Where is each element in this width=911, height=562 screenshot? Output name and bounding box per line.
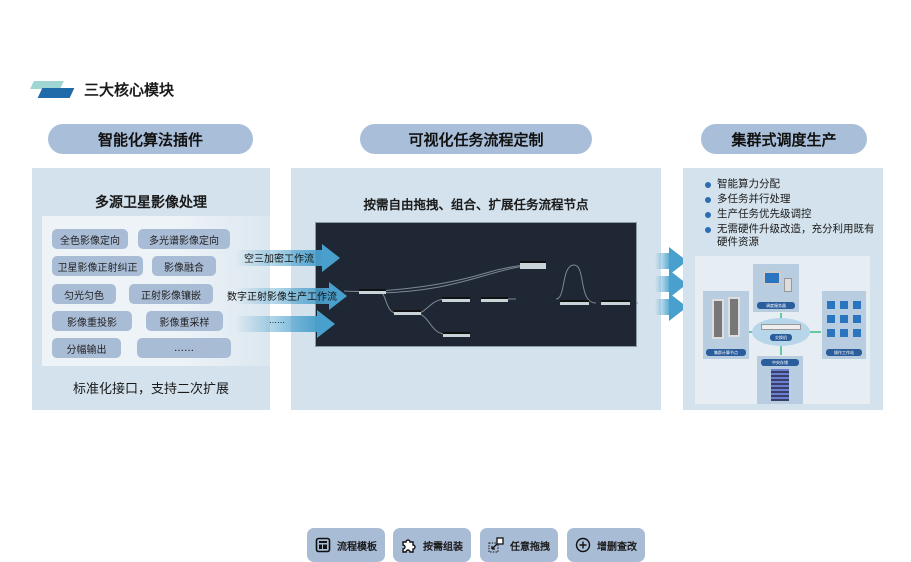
plugins-title: 多源卫星影像处理 — [95, 195, 207, 211]
tag-item: 匀光匀色 — [52, 284, 116, 304]
drag-icon — [488, 537, 504, 553]
workflow-node[interactable] — [481, 297, 508, 302]
tag-item: 多光谱影像定向 — [138, 229, 230, 249]
cluster-arrow — [655, 270, 687, 298]
cluster-nodes: 集群计算节点 — [703, 291, 749, 359]
tag-item: 分幅输出 — [52, 338, 121, 358]
module-pill-cluster: 集群式调度生产 — [701, 124, 867, 154]
workflow-node[interactable] — [601, 300, 630, 305]
assemble-label: 按需组装 — [423, 541, 463, 553]
workflow-arrow-aerotriangulation: 空三加密工作流 — [235, 244, 340, 272]
tag-item: …… — [137, 338, 231, 358]
template-button[interactable]: 流程模板 — [307, 528, 385, 562]
central-storage: 中央存储 — [757, 356, 803, 404]
tag-item: 影像融合 — [152, 256, 216, 276]
rack-icon — [712, 299, 724, 339]
bullet-item: 智能算力分配 — [705, 178, 875, 191]
tag-item: 影像重投影 — [52, 311, 132, 331]
tower-icon — [784, 278, 792, 292]
scheduler-server: 调度服务器 — [753, 264, 799, 312]
tag-item: 正射影像镶嵌 — [129, 284, 213, 304]
crud-label: 增删查改 — [597, 541, 637, 553]
cluster-panel: 智能算力分配 多任务并行处理 生产任务优先级调控 无需硬件升级改造，充分利用既有… — [683, 168, 883, 410]
bullet-item: 无需硬件升级改造，充分利用既有硬件资源 — [705, 223, 875, 249]
assemble-button[interactable]: 按需组装 — [393, 528, 471, 562]
puzzle-icon — [402, 539, 416, 553]
workflow-edges — [343, 262, 638, 335]
workflow-node[interactable] — [442, 297, 470, 302]
plus-circle-icon — [575, 537, 591, 553]
drag-label: 任意拖拽 — [510, 541, 550, 553]
workflow-canvas[interactable] — [315, 222, 638, 347]
module-pill-plugins: 智能化算法插件 — [48, 124, 253, 154]
workflow-node[interactable] — [394, 310, 421, 315]
workflow-arrow-more: …… — [235, 310, 335, 338]
tag-item: 影像重采样 — [146, 311, 223, 331]
connection-arrows — [749, 313, 821, 355]
workflow-node[interactable] — [520, 261, 546, 269]
crud-button[interactable]: 增删查改 — [567, 528, 645, 562]
workstation-grid-icon — [827, 297, 861, 337]
switch-icon — [761, 324, 801, 330]
workstations: 操作工作站 — [822, 291, 866, 359]
workflow-arrow-dom: 数字正射影像生产工作流 — [227, 282, 347, 310]
template-label: 流程模板 — [337, 541, 377, 553]
bullet-item: 多任务并行处理 — [705, 193, 875, 206]
cluster-arrow — [655, 293, 687, 321]
cluster-bullets: 智能算力分配 多任务并行处理 生产任务优先级调控 无需硬件升级改造，充分利用既有… — [705, 178, 875, 251]
storage-rack-icon — [771, 369, 789, 401]
header-logo-icon — [30, 81, 75, 99]
plugins-panel: 多源卫星影像处理 全色影像定向 多光谱影像定向 卫星影像正射纠正 影像融合 匀光… — [32, 168, 270, 410]
plugins-footer: 标准化接口，支持二次扩展 — [72, 382, 229, 397]
tag-item: 卫星影像正射纠正 — [52, 256, 143, 276]
rack-icon — [728, 297, 740, 337]
monitor-icon — [763, 271, 781, 285]
switch: 交换机 — [752, 318, 810, 346]
workflow-node[interactable] — [359, 289, 386, 294]
tag-item: 全色影像定向 — [52, 229, 128, 249]
cluster-arrow — [655, 247, 687, 275]
cluster-diagram: 调度服务器 集群计算节点 交换机 操作工作站 中央存储 — [695, 256, 870, 404]
page-title: 三大核心模块 — [84, 81, 175, 99]
drag-button[interactable]: 任意拖拽 — [480, 528, 558, 562]
workflow-title: 按需自由拖拽、组合、扩展任务流程节点 — [363, 197, 589, 212]
workflow-node[interactable] — [443, 332, 470, 337]
bullet-item: 生产任务优先级调控 — [705, 208, 875, 221]
template-icon — [315, 537, 331, 553]
workflow-node[interactable] — [560, 300, 589, 305]
module-pill-workflow: 可视化任务流程定制 — [360, 124, 592, 154]
